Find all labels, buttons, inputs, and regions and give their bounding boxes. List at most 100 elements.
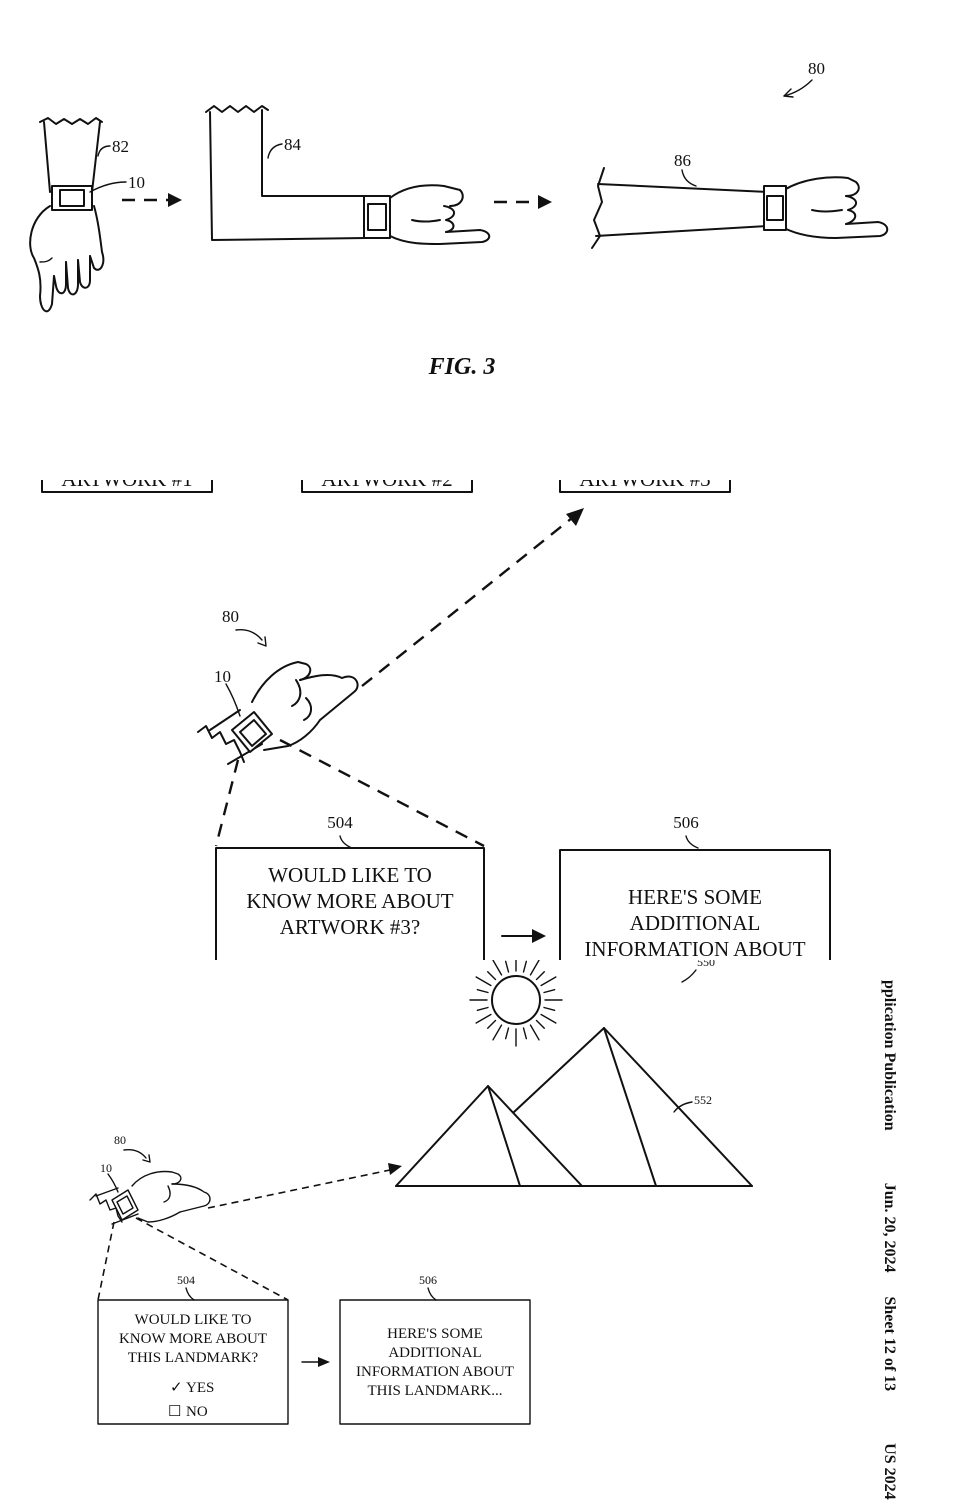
ref-80: 80 xyxy=(808,59,825,78)
crop-mask xyxy=(0,440,960,480)
sun-ray xyxy=(540,976,557,987)
response-line-1: HERE'S SOME xyxy=(387,1326,483,1342)
ref-504-leader xyxy=(339,835,353,849)
sun-ray xyxy=(543,1006,556,1012)
prompt-box: WOULD LIKE TO KNOW MORE ABOUT THIS LANDM… xyxy=(97,1299,289,1425)
sun-ray xyxy=(487,971,497,981)
checkbox-icon: ☐ xyxy=(168,1404,181,1420)
ref-10: 10 xyxy=(214,667,231,686)
ref-80-arrowhead xyxy=(257,636,267,647)
pointing-hand xyxy=(89,1170,211,1225)
watch-icon xyxy=(763,185,787,231)
ref-80-leader xyxy=(235,629,263,641)
ref-506: 506 xyxy=(673,813,699,832)
sun-ray xyxy=(487,1019,497,1029)
flow-arrowhead xyxy=(532,929,546,943)
prompt-line-1: WOULD LIKE TO xyxy=(268,863,432,887)
sun-ray xyxy=(540,1013,557,1024)
pointing-ray xyxy=(207,1169,391,1209)
sun-ray xyxy=(535,1019,545,1029)
option-yes-label: YES xyxy=(186,1380,214,1396)
response-box: HERE'S SOME ADDITIONAL INFORMATION ABOUT… xyxy=(339,1299,531,1425)
ref-506-leader xyxy=(685,835,699,849)
ref-506-leader xyxy=(427,1287,437,1301)
sun-ray xyxy=(522,1027,528,1040)
publication-number: US 2024 xyxy=(881,1443,898,1500)
pointing-ray-arrowhead xyxy=(388,1163,402,1175)
figure-3-drawing: 80 82 10 84 xyxy=(29,59,889,380)
response-line-3: INFORMATION ABOUT xyxy=(584,937,805,960)
ref-504-leader xyxy=(185,1287,195,1301)
ref-80: 80 xyxy=(114,1133,126,1147)
ref-80-arrowhead xyxy=(142,1154,151,1163)
ref-10: 10 xyxy=(100,1161,112,1175)
pointing-hand xyxy=(197,661,359,765)
option-no-label: NO xyxy=(186,1404,208,1420)
option-no[interactable]: ☐ NO xyxy=(168,1404,208,1420)
ref-80-leader xyxy=(123,1148,147,1159)
ref-80: 80 xyxy=(222,607,239,626)
watch-icon xyxy=(231,711,273,753)
arm-extended xyxy=(591,167,889,249)
response-line-1: HERE'S SOME xyxy=(628,885,762,909)
prompt-line-3: THIS LANDMARK? xyxy=(128,1350,259,1366)
landmark-scene-drawing: 550 552 80 10 504 WOULD xyxy=(89,960,753,1425)
projection-line-left xyxy=(97,1221,115,1301)
ref-84: 84 xyxy=(284,135,302,154)
sheet-number: Sheet 12 of 13 xyxy=(881,1296,898,1392)
publication-date: Jun. 20, 2024 xyxy=(881,1182,898,1273)
figure-title: FIG. 3 xyxy=(428,354,496,380)
ref-10-leader xyxy=(107,1173,119,1193)
prompt-line-2: KNOW MORE ABOUT xyxy=(119,1331,267,1347)
projection-line-left xyxy=(214,759,240,847)
response-line-2: ADDITIONAL xyxy=(388,1345,481,1361)
ref-552: 552 xyxy=(694,1093,712,1107)
ref-80-arrowhead xyxy=(783,88,794,98)
sun-ray xyxy=(475,1013,492,1024)
pointing-ray xyxy=(361,517,573,687)
sun-ray xyxy=(529,1024,540,1041)
sun-ray xyxy=(522,960,528,973)
ref-86: 86 xyxy=(674,151,691,170)
sun-ray xyxy=(504,960,510,973)
prompt-line-2: KNOW MORE ABOUT xyxy=(246,889,453,913)
ref-10-leader xyxy=(225,683,241,717)
ref-82: 82 xyxy=(112,137,129,156)
response-line-3: INFORMATION ABOUT xyxy=(356,1364,514,1380)
ref-504: 504 xyxy=(327,813,353,832)
projection-line-right xyxy=(279,738,485,848)
response-box: HERE'S SOME ADDITIONAL INFORMATION ABOUT xyxy=(559,849,831,960)
landmark-scene-panel: 550 552 80 10 504 WOULD xyxy=(0,960,960,1440)
arm-lowered xyxy=(29,117,105,313)
option-yes[interactable]: ✓ YES xyxy=(170,1380,214,1396)
ref-506: 506 xyxy=(419,1273,437,1287)
sun-ray xyxy=(476,1006,489,1012)
publication-label: pplication Publication xyxy=(881,980,898,1131)
pyramids xyxy=(395,1027,753,1187)
ref-504: 504 xyxy=(177,1273,195,1287)
artwork-scene-panel: ARTWORK #1 ARTWORK #2 ARTWORK #3 80 10 5… xyxy=(0,440,960,960)
prompt-line-1: WOULD LIKE TO xyxy=(135,1312,252,1328)
ref-80-leader xyxy=(783,79,813,97)
sun-ray xyxy=(492,1024,503,1041)
watch-icon xyxy=(111,1189,139,1221)
transition-arrowhead-1 xyxy=(168,193,182,207)
ref-552-leader xyxy=(673,1101,693,1113)
watch-icon xyxy=(51,185,93,211)
ref-10: 10 xyxy=(128,173,145,192)
ref-10-leader xyxy=(89,181,127,193)
ref-550-leader xyxy=(681,969,697,983)
ref-550: 550 xyxy=(697,960,715,969)
sun-ray xyxy=(475,976,492,987)
sun-ray xyxy=(476,988,489,994)
watch-icon xyxy=(363,195,391,239)
prompt-line-3: ARTWORK #3? xyxy=(280,915,420,939)
sun-ray xyxy=(504,1027,510,1040)
ref-84-leader xyxy=(267,143,283,159)
sun-icon xyxy=(469,960,563,1047)
artwork-scene-drawing: ARTWORK #1 ARTWORK #2 ARTWORK #3 80 10 5… xyxy=(0,440,960,960)
arm-bent xyxy=(205,105,491,245)
sun-ray xyxy=(529,960,540,976)
transition-arrowhead-2 xyxy=(538,195,552,209)
flow-arrowhead xyxy=(318,1357,330,1367)
